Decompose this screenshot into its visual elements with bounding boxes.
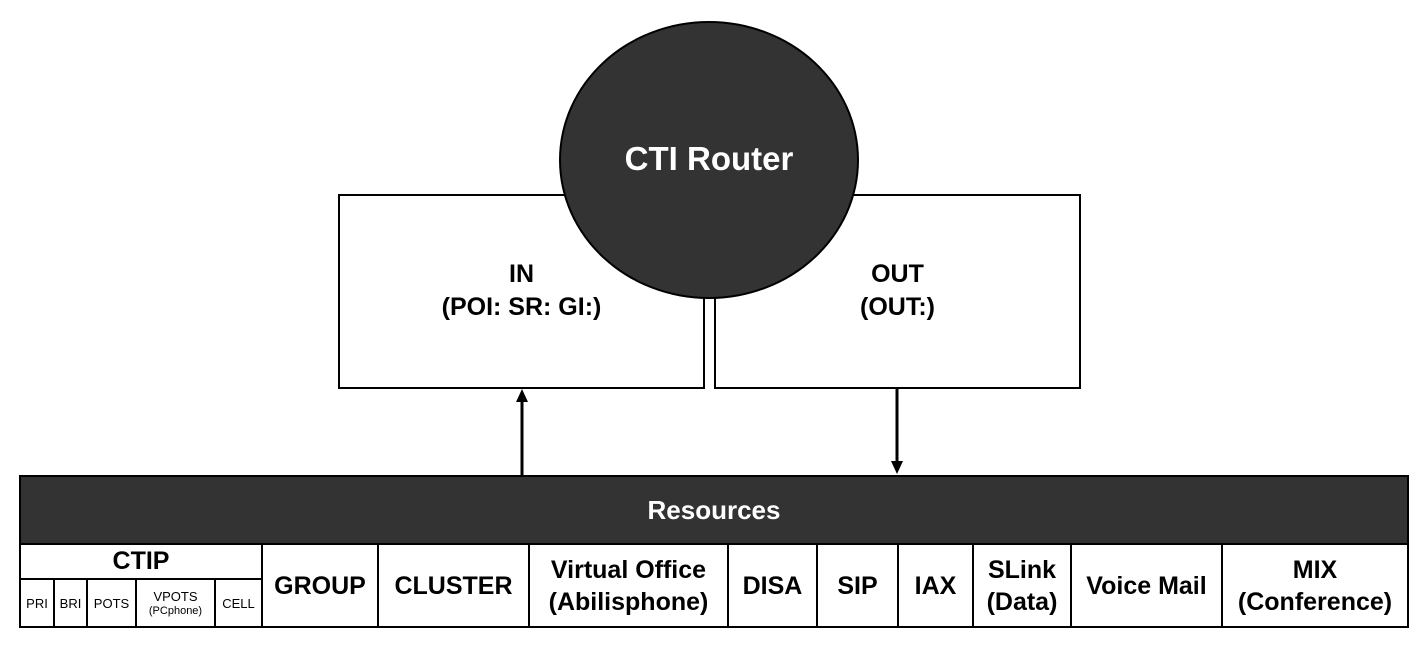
resource-cluster: CLUSTER	[377, 544, 528, 628]
resource-sip: SIP	[816, 544, 897, 628]
resource-voice-mail: Voice Mail	[1070, 544, 1221, 628]
out-box-title: OUT	[871, 260, 924, 288]
resource-iax: IAX	[897, 544, 972, 628]
resources-header: Resources	[21, 477, 1407, 545]
ctip-sub-pots: POTS	[86, 580, 135, 628]
resource-virtual-office: Virtual Office (Abilisphone)	[528, 544, 727, 628]
ctip-title: CTIP	[21, 544, 261, 580]
ctip-sub-vpots: VPOTS (PCphone)	[135, 580, 214, 628]
resources-table: Resources CTIP PRI BRI POTS VPOTS (PCpho…	[19, 475, 1409, 628]
resources-title: Resources	[647, 494, 781, 525]
cti-router-label: CTI Router	[624, 140, 794, 177]
resource-group: GROUP	[261, 544, 377, 628]
in-box-subtitle: (POI: SR: GI:)	[441, 293, 602, 321]
arrow-out-to-resources	[891, 389, 903, 474]
in-box-title: IN	[509, 260, 534, 288]
ctip-sub-vpots-sublabel: (PCphone)	[148, 605, 203, 617]
resource-slink: SLink (Data)	[972, 544, 1070, 628]
resource-mix: MIX (Conference)	[1221, 544, 1407, 628]
ctip-sub-pri: PRI	[26, 596, 48, 611]
out-box: OUT (OUT:)	[714, 194, 1081, 389]
ctip-sub-vpots-label: VPOTS	[153, 589, 198, 604]
cti-router-node: CTI Router	[559, 21, 859, 299]
out-box-subtitle: (OUT:)	[860, 293, 935, 321]
ctip-sub-bri: BRI	[53, 580, 86, 628]
resource-disa: DISA	[727, 544, 816, 628]
ctip-sub-cell: CELL	[214, 580, 261, 628]
arrow-resources-to-in	[516, 389, 528, 476]
